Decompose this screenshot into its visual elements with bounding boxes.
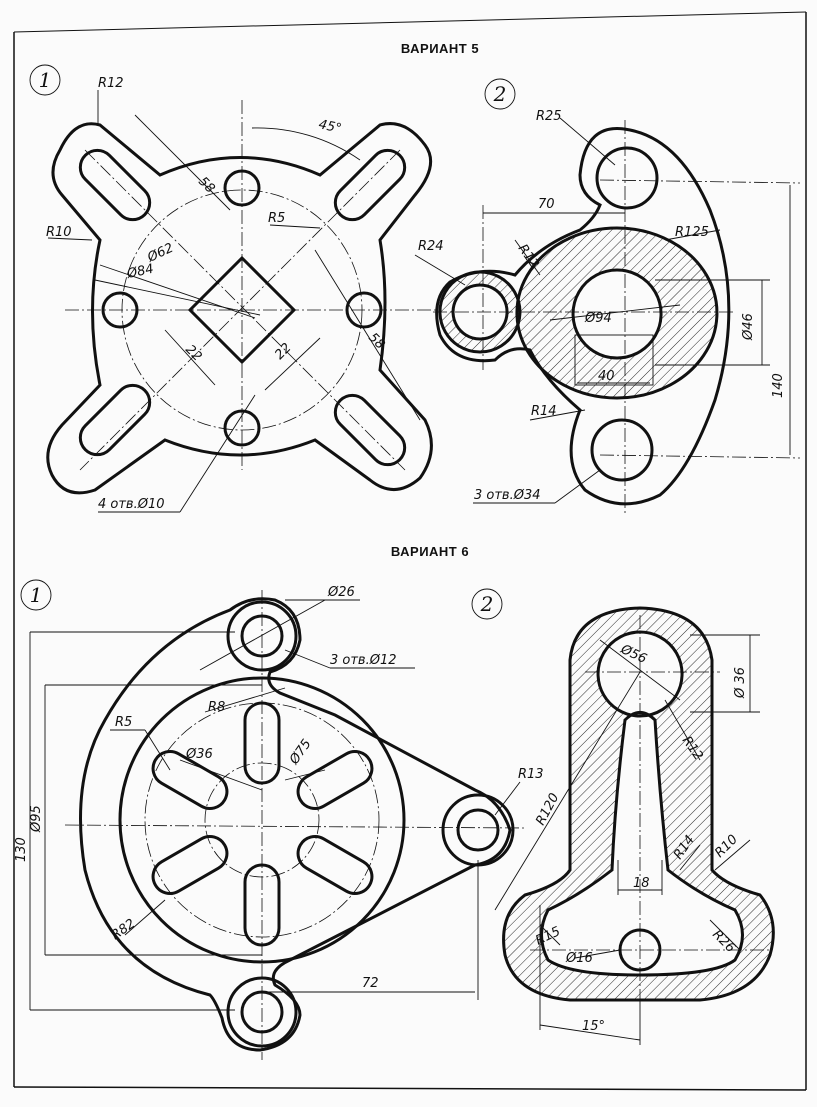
figure-number-circle	[20, 579, 52, 611]
slot	[296, 750, 374, 810]
figure-number: 1	[39, 68, 52, 92]
label-140: 140	[771, 373, 786, 398]
v6-figure-1: 1	[14, 579, 544, 1060]
figure-number-circle	[471, 588, 503, 620]
hole	[595, 146, 659, 210]
label-r26: R26	[709, 927, 738, 956]
label-r8: R8	[208, 700, 225, 715]
figure-number: 2	[493, 82, 507, 106]
hole	[590, 418, 654, 482]
label-d36: Ø 36	[733, 667, 748, 699]
slot	[78, 383, 152, 457]
v5-figure-2: 2 R25 70 R24 R12 R125	[414, 78, 801, 515]
plate-outline	[79, 597, 512, 1052]
label-d26: Ø26	[327, 585, 355, 600]
label-d46: Ø46	[741, 313, 756, 341]
label-3-holes: 3 отв.Ø34	[474, 488, 541, 503]
label-r5: R5	[268, 211, 285, 226]
figure-number: 2	[480, 592, 494, 616]
label-72: 72	[362, 976, 379, 991]
slot	[296, 835, 374, 895]
hole	[456, 808, 500, 852]
label-r25: R25	[536, 109, 562, 124]
label-18: 18	[633, 876, 650, 891]
slot	[333, 393, 407, 467]
label-d56: Ø56	[617, 642, 649, 667]
slot	[78, 148, 152, 222]
label-d16: Ø16	[565, 951, 593, 966]
keyway	[574, 334, 654, 386]
label-15-deg: 15°	[582, 1019, 605, 1034]
label-r10: R10	[46, 225, 72, 240]
label-r10: R10	[712, 832, 741, 861]
label-d84: Ø84	[125, 262, 155, 282]
variant-5-title: ВАРИАНТ 5	[401, 41, 479, 56]
hatched-body	[502, 606, 775, 1002]
v5-figure-1: 1 R12 R10 R5	[29, 64, 440, 513]
slot	[151, 750, 229, 810]
label-r82: R82	[109, 916, 139, 943]
label-d94: Ø94	[584, 311, 612, 326]
label-22-right: 22	[272, 341, 294, 363]
label-40: 40	[598, 369, 615, 384]
label-r12: R12	[98, 76, 124, 91]
label-r125: R125	[675, 225, 709, 240]
label-22-left: 22	[182, 342, 204, 364]
figure-number-circle	[29, 64, 61, 96]
label-130: 130	[14, 837, 29, 862]
label-d75: Ø75	[286, 737, 314, 768]
square-window	[187, 255, 297, 365]
label-3-holes: 3 отв.Ø12	[330, 653, 397, 668]
figure-number-circle	[484, 78, 516, 110]
plate-outline	[46, 122, 433, 495]
v6-figure-2: 2 Ø56 Ø 36 R12 R120 R14 R10 18 R15	[471, 588, 775, 1045]
variant-6-title: ВАРИАНТ 6	[391, 544, 469, 559]
label-4-holes: 4 отв.Ø10	[98, 497, 165, 512]
lever-outline	[435, 127, 731, 506]
label-r120: R120	[533, 791, 562, 828]
label-r24: R24	[418, 239, 444, 254]
label-45-deg: 45°	[317, 117, 343, 136]
figure-number: 1	[30, 583, 43, 607]
slot	[151, 835, 229, 895]
label-70: 70	[538, 197, 555, 212]
sheet-frame	[13, 11, 807, 1091]
label-r14: R14	[531, 404, 557, 419]
hatched-section	[515, 226, 719, 400]
label-r5: R5	[115, 715, 132, 730]
label-r13: R13	[518, 767, 544, 782]
label-d36: Ø36	[185, 747, 213, 762]
slot	[333, 148, 407, 222]
label-d95: Ø95	[29, 805, 44, 833]
hatched-boss	[438, 270, 522, 354]
